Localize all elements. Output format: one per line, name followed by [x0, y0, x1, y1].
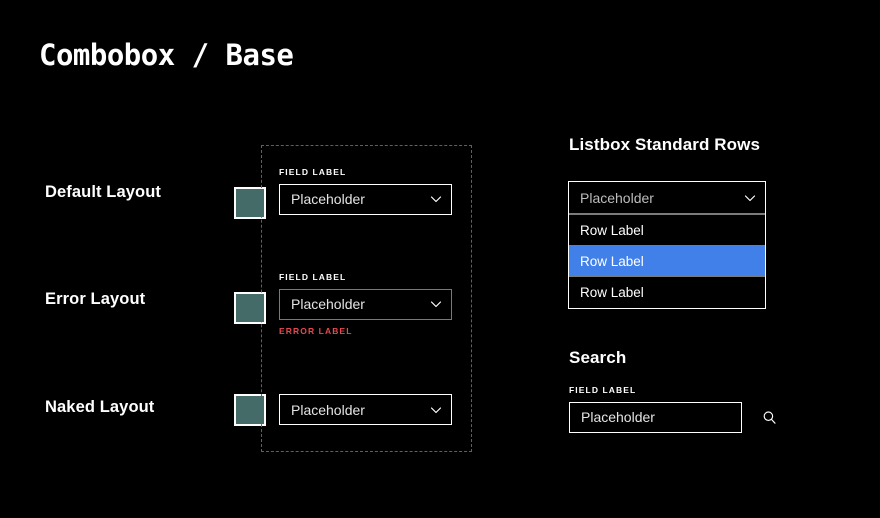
field-label-search: FIELD LABEL: [569, 385, 637, 395]
color-swatch-naked: [234, 394, 266, 426]
chevron-down-icon[interactable]: [429, 192, 443, 206]
field-group-naked: Placeholder: [279, 394, 452, 425]
combobox-value-naked: Placeholder: [291, 402, 365, 417]
chevron-down-icon[interactable]: [429, 403, 443, 417]
chevron-down-icon[interactable]: [429, 297, 443, 311]
row-label-naked-layout: Naked Layout: [45, 398, 155, 416]
combobox-error[interactable]: Placeholder: [279, 288, 452, 320]
search-input[interactable]: [581, 409, 762, 425]
chevron-down-icon[interactable]: [743, 191, 757, 205]
combobox-value-error: Placeholder: [291, 297, 365, 311]
list-item[interactable]: Row Label: [569, 277, 765, 308]
field-group-error: FIELD LABEL Placeholder ERROR LABEL: [279, 273, 452, 335]
listbox-trigger[interactable]: Placeholder: [569, 182, 765, 215]
field-group-default: FIELD LABEL Placeholder: [279, 168, 452, 215]
search-icon[interactable]: [762, 410, 777, 425]
row-label-default-layout: Default Layout: [45, 183, 161, 201]
error-label: ERROR LABEL: [279, 325, 353, 336]
listbox-standard-rows: Placeholder Row Label Row Label Row Labe…: [568, 181, 766, 309]
color-swatch-default: [234, 187, 266, 219]
color-swatch-error: [234, 292, 266, 324]
list-item-label: Row Label: [580, 285, 644, 300]
combobox-naked[interactable]: Placeholder: [279, 394, 452, 425]
list-item-label: Row Label: [580, 253, 644, 269]
list-item[interactable]: Row Label: [569, 215, 765, 246]
page-title: Combobox / Base: [39, 38, 294, 72]
field-label-default: FIELD LABEL: [279, 167, 347, 177]
heading-search: Search: [569, 348, 627, 367]
combobox-value-default: Placeholder: [291, 192, 365, 206]
listbox-trigger-value: Placeholder: [580, 190, 654, 205]
heading-listbox: Listbox Standard Rows: [569, 135, 761, 154]
list-item-label: Row Label: [580, 222, 644, 238]
search-box[interactable]: [569, 401, 776, 433]
field-label-error: FIELD LABEL: [279, 272, 347, 282]
search-field-group: FIELD LABEL: [569, 385, 776, 433]
combobox-default[interactable]: Placeholder: [279, 183, 452, 215]
row-label-error-layout: Error Layout: [45, 290, 146, 308]
list-item-selected[interactable]: Row Label: [569, 246, 765, 277]
